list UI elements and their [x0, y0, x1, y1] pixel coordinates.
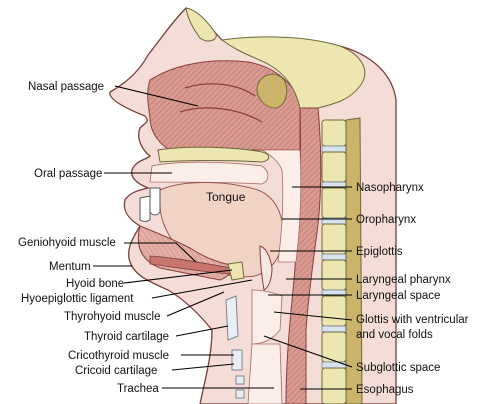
- label-cricothyroid-muscle: Cricothyroid muscle: [68, 350, 169, 362]
- trachea-ring-2: [235, 389, 245, 399]
- leader-hyoepiglottic-ligament: [151, 279, 253, 299]
- hyoid-bone-shape: [227, 261, 245, 281]
- thyroid-cartilage-shape: [225, 295, 239, 341]
- skull-base: [220, 36, 366, 109]
- label-thyroid-cartilage: Thyroid cartilage: [84, 331, 169, 343]
- leader-hyoid-bone: [123, 269, 233, 284]
- label-nasopharynx: Nasopharynx: [356, 182, 424, 194]
- label-glottis: Glottis with ventricular: [356, 314, 469, 326]
- label-epiglottis: Epiglottis: [356, 246, 403, 258]
- leader-cricoid-cartilage: [171, 363, 235, 371]
- frontal-bone: [185, 7, 217, 42]
- trachea-lumen: [247, 343, 283, 404]
- label-glottis-line2: and vocal folds: [356, 329, 433, 341]
- nasal-turbinate-2: [179, 107, 263, 123]
- label-hyoepiglottic-ligament: Hyoepiglottic ligament: [21, 293, 134, 305]
- leader-subglottic-space: [263, 335, 353, 368]
- vertebral-column: [321, 117, 363, 404]
- oral-cavity: [149, 161, 269, 185]
- leader-thyroid-cartilage: [175, 325, 229, 337]
- pharynx-lumen: [260, 149, 302, 263]
- label-nasal-passage: Nasal passage: [28, 81, 104, 93]
- label-trachea: Trachea: [117, 383, 159, 395]
- left-labels: Nasal passage Oral passage Geniohyoid mu…: [18, 81, 274, 395]
- leader-nasal-passage: [114, 85, 199, 107]
- epiglottis-shape: [259, 245, 273, 291]
- leader-glottis: [273, 311, 353, 321]
- label-mentum: Mentum: [49, 261, 91, 273]
- tongue-label: Tongue: [206, 190, 246, 204]
- label-geniohyoid-muscle: Geniohyoid muscle: [18, 237, 116, 249]
- larynx-lumen: [251, 289, 283, 345]
- hard-palate: [157, 146, 270, 163]
- label-esophagus: Esophagus: [356, 384, 414, 396]
- leader-thyrohyoid-muscle: [166, 291, 225, 317]
- label-laryngeal-space: Laryngeal space: [356, 290, 440, 302]
- nasal-turbinate-1: [184, 83, 256, 97]
- leader-geniohyoid-muscle: [124, 242, 197, 263]
- label-oral-passage: Oral passage: [34, 168, 102, 180]
- label-laryngeal-pharynx: Laryngeal pharynx: [356, 274, 451, 286]
- head-neck-section: [109, 7, 397, 404]
- label-hyoid-bone: Hyoid bone: [66, 278, 124, 290]
- trachea-ring-1: [235, 375, 245, 385]
- label-oropharynx: Oropharynx: [356, 214, 416, 226]
- lower-incisor: [139, 195, 151, 222]
- sphenoid-sinus: [256, 73, 288, 109]
- label-subglottic-space: Subglottic space: [356, 362, 440, 374]
- label-cricoid-cartilage: Cricoid cartilage: [75, 365, 157, 377]
- label-thyrohyoid-muscle: Thyrohyoid muscle: [64, 311, 161, 323]
- upper-incisor: [149, 187, 161, 216]
- right-labels: Nasopharynx Oropharynx Epiglottis Laryng…: [263, 182, 469, 396]
- cricoid-cartilage-shape: [231, 349, 243, 371]
